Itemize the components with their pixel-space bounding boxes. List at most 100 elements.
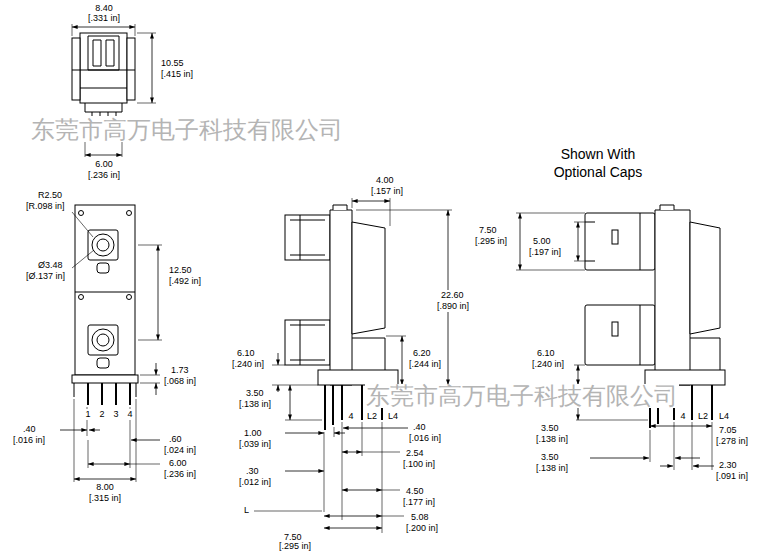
dimension-label: .30 (245, 466, 260, 477)
dimension-label: 1.00 (243, 428, 263, 439)
dimension-label: .40 (412, 422, 427, 433)
dimension-label: 7.50 (478, 225, 498, 236)
dimension-label: Ø3.48 (37, 260, 64, 271)
dimension-label: 2.54 (405, 448, 425, 459)
dimension-line (324, 516, 382, 517)
pin-label: L2 (366, 411, 378, 422)
top-view-flange (72, 38, 80, 100)
dimension-label: [.315 in] (88, 493, 122, 504)
dimension-label: [Ø.137 in] (25, 271, 66, 282)
dimension-line (156, 383, 157, 395)
cap-detail (585, 213, 640, 365)
mount-leg (74, 383, 136, 397)
led-housing (88, 230, 118, 260)
dimension-line (290, 385, 291, 420)
optional-cap (585, 213, 655, 270)
dimension-label: [.138 in] (535, 463, 569, 474)
dimension-line (578, 222, 579, 261)
dimension-label: 10.55 (160, 58, 185, 69)
led-bore (92, 329, 114, 351)
dimension-line (89, 430, 100, 431)
dimension-label: 22.60 (440, 290, 465, 301)
dimension-label: [.295 in] (474, 236, 508, 247)
extension-line (362, 452, 404, 516)
dimension-line (74, 479, 136, 480)
dimension-label: [.012 in] (238, 477, 272, 488)
pin-label: L4 (718, 411, 730, 422)
front-view-body (75, 205, 135, 375)
bracket (690, 222, 720, 334)
pin-label: 3 (112, 409, 119, 420)
led-lens (97, 334, 109, 346)
dimension-line (660, 466, 673, 467)
dimension-line (152, 33, 153, 103)
dimension-label: [.240 in] (231, 359, 265, 370)
top-view-detail (72, 36, 135, 116)
base (645, 370, 725, 385)
top-view-body (80, 33, 127, 103)
dimension-label: 2.30 (718, 460, 738, 471)
dimension-label: [.244 in] (408, 359, 442, 370)
bracket (352, 338, 385, 370)
dimension-label: [.024 in] (163, 445, 197, 456)
mount-hole (127, 295, 132, 300)
dimension-label: 5.08 (410, 512, 430, 523)
extension-line (74, 245, 162, 482)
dimension-label: [.415 in] (160, 69, 194, 80)
top-view-flange (127, 38, 135, 100)
base (72, 375, 138, 383)
dimension-line (520, 213, 521, 270)
dimension-line (343, 428, 408, 429)
dimension-label: [.016 in] (408, 433, 442, 444)
dimension-label: [.157 in] (370, 186, 404, 197)
cap-window (612, 322, 618, 336)
dimension-line (85, 155, 122, 156)
slot (97, 358, 109, 368)
dimension-line (342, 490, 382, 491)
dimension-line (278, 353, 279, 365)
optional-cap (585, 305, 655, 365)
dimension-label: [.039 in] (238, 439, 272, 450)
dimension-line (278, 385, 279, 392)
dimension-line (402, 336, 403, 385)
dimension-line (324, 528, 382, 529)
dimension-label: 6.00 (168, 458, 188, 469)
dimension-label: 4.50 (405, 486, 425, 497)
dimension-line (675, 458, 700, 459)
dimension-line (352, 201, 390, 202)
dimension-label: .40 (22, 424, 37, 435)
dimension-label: [.016 in] (12, 435, 46, 446)
mount-hole (79, 211, 84, 216)
slot (97, 263, 109, 273)
extension-line (516, 213, 712, 470)
watermark: 东莞市高万电子科技有限公司 (30, 118, 344, 142)
dimension-line (60, 430, 87, 431)
dimension-label: [.492 in] (168, 276, 202, 287)
dimension-label: [.331 in] (87, 13, 121, 24)
pin-label: 4 (126, 409, 133, 420)
dimension-line (590, 458, 649, 459)
mount-hole (127, 211, 132, 216)
pin-label: 4 (347, 411, 354, 422)
dimension-line (693, 466, 714, 467)
dimension-label: [.068 in] (163, 376, 197, 387)
dimension-label: [.278 in] (715, 436, 749, 447)
led-housing (285, 320, 330, 365)
bracket (690, 338, 720, 370)
dimension-line (158, 245, 159, 340)
led-lens (97, 239, 109, 251)
watermark: 东莞市高万电子科技有限公司 (365, 384, 679, 408)
dimension-line (88, 464, 130, 465)
dimension-line (650, 426, 712, 427)
pin (88, 383, 130, 405)
dimension-label: 3.50 (540, 423, 560, 434)
housing-detail (290, 215, 325, 365)
dimension-line (285, 471, 324, 472)
dimension-line (72, 27, 135, 28)
dimension-line (334, 433, 345, 434)
pin-label: 1 (84, 409, 91, 420)
dimension-label: 6.10 (536, 348, 556, 359)
extension-line (254, 198, 452, 533)
tab (333, 205, 347, 210)
cap-window (612, 230, 618, 244)
